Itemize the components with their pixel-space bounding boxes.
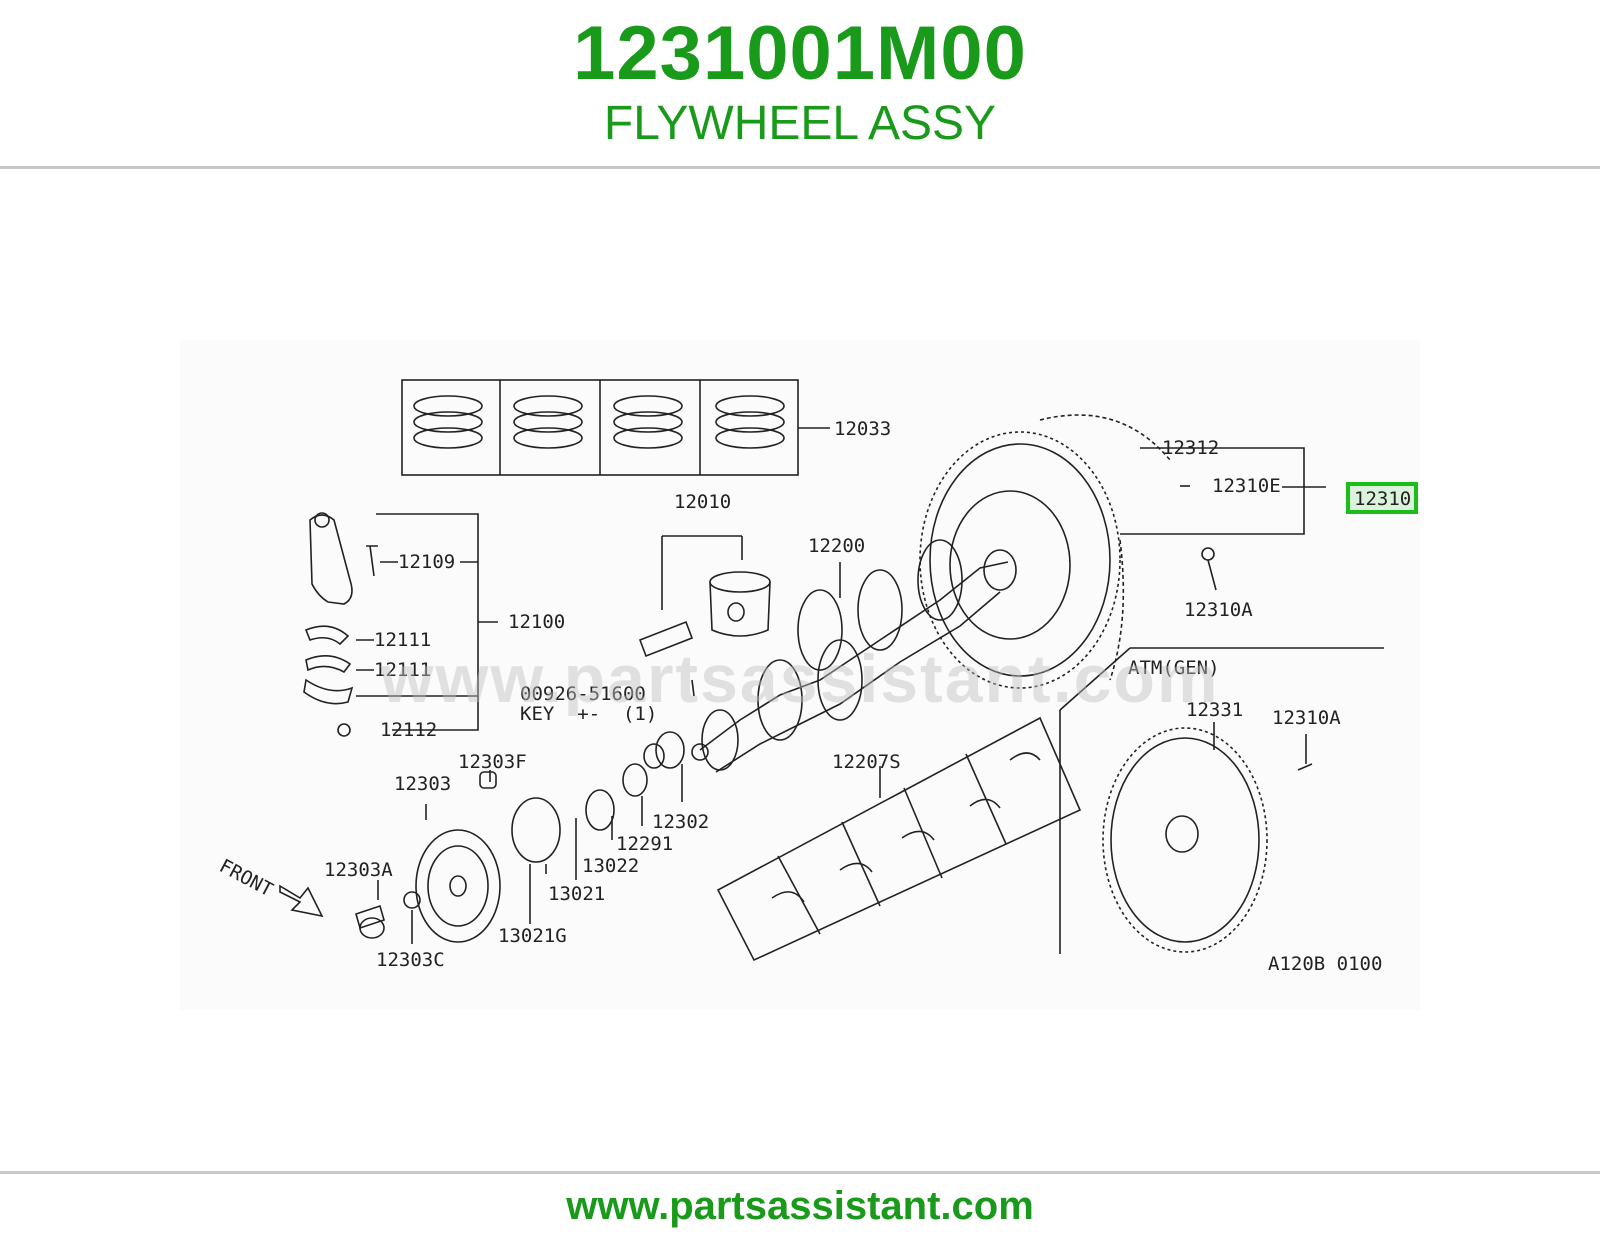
callout-12312[interactable]: 12312 [1162,437,1219,459]
callout-12109[interactable]: 12109 [398,551,455,573]
footer-divider [0,1171,1600,1174]
callout-12100[interactable]: 12100 [508,611,565,633]
key-note-desc: KEY +- (1) [520,703,657,725]
page-header: 1231001M00 FLYWHEEL ASSY [0,0,1600,168]
callout-12303A[interactable]: 12303A [324,859,393,881]
callout-12010[interactable]: 12010 [674,491,731,513]
callout-12033[interactable]: 12033 [834,418,891,440]
key-note-part: 00926-51600 [520,683,646,705]
parts-diagram: 12033 12010 12200 12312 12310E 12310A 12… [180,340,1420,1010]
callout-12310E[interactable]: 12310E [1212,475,1281,497]
crankshaft-illustration [691,539,1009,773]
atm-section-label: ATM(GEN) [1128,657,1220,679]
highlighted-part-svg: 12310 [1354,488,1411,510]
callout-12291[interactable]: 12291 [616,833,673,855]
piston-illustration [638,535,771,658]
callout-12200[interactable]: 12200 [808,535,865,557]
callout-12303C[interactable]: 12303C [376,949,445,971]
callout-12310A-atm[interactable]: 12310A [1272,707,1341,729]
callout-13021[interactable]: 13021 [548,883,605,905]
exploded-view-drawing: 12033 12010 12200 12312 12310E 12310A 12… [216,379,1384,975]
callout-12111-upper[interactable]: 12111 [374,629,431,651]
piston-rings-illustration [413,395,785,449]
callout-12111-lower[interactable]: 12111 [374,659,431,681]
header-divider [0,166,1600,169]
watermark-text: www.partsassistant.com [380,641,1220,717]
callout-12303F[interactable]: 12303F [458,751,527,773]
callout-13021G[interactable]: 13021G [498,925,567,947]
footer-website-link[interactable]: www.partsassistant.com [566,1184,1034,1228]
highlighted-part-label: 12310 [1354,488,1411,510]
callout-12112[interactable]: 12112 [380,719,437,741]
connecting-rod-illustration [303,512,378,737]
front-arrow-icon [279,884,324,918]
callout-12303[interactable]: 12303 [394,773,451,795]
callout-12207S[interactable]: 12207S [832,751,901,773]
front-label: FRONT [216,855,277,901]
callout-12331[interactable]: 12331 [1186,699,1243,721]
highlighted-part-callout[interactable]: 12310 [1346,482,1418,514]
callout-12302[interactable]: 12302 [652,811,709,833]
main-bearing-set-illustration [716,716,1082,962]
part-number-title: 1231001M00 [573,11,1027,96]
part-name-subtitle: FLYWHEEL ASSY [603,97,997,150]
callout-13022[interactable]: 13022 [582,855,639,877]
callout-12310A[interactable]: 12310A [1184,599,1253,621]
crank-pulley-illustration [355,731,685,943]
atm-flywheel-illustration [1102,727,1268,953]
drawing-code: A120B 0100 [1268,953,1382,975]
